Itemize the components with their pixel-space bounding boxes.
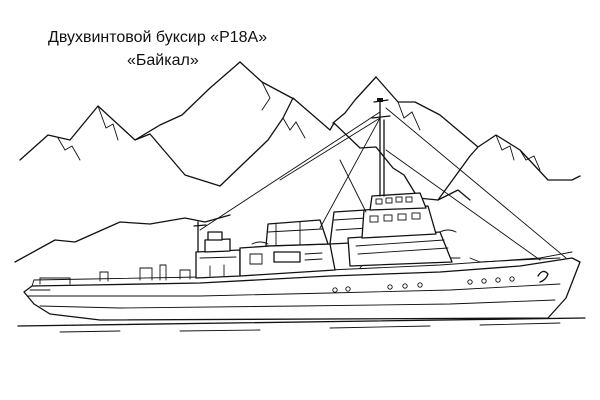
- tugboat: [23, 98, 581, 321]
- bridge-windows: [369, 196, 421, 223]
- title-line-2: «Байкал»: [127, 52, 199, 69]
- portholes: [332, 276, 515, 293]
- mountains: [14, 61, 581, 263]
- title-line-1: Двухвинтовой буксир «Р18А»: [48, 29, 268, 46]
- rigging: [199, 107, 567, 261]
- water: [17, 317, 586, 333]
